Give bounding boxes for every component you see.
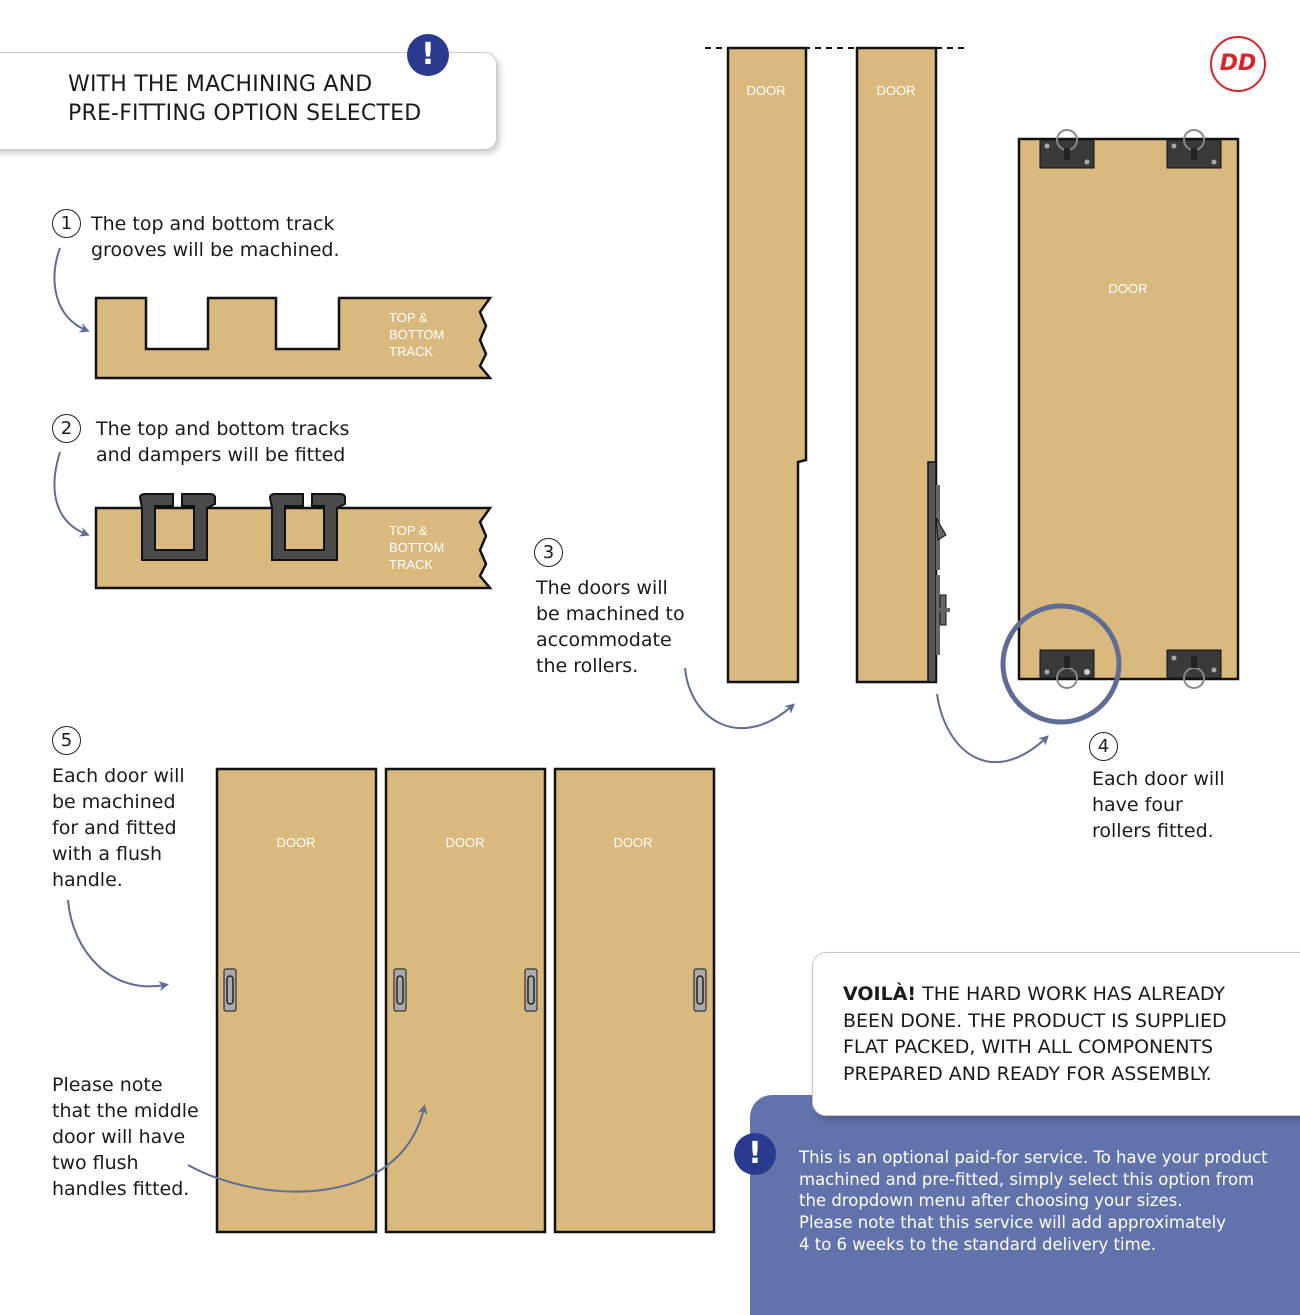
door-edge-rollers bbox=[927, 461, 950, 683]
arrow-icon bbox=[67, 899, 169, 991]
track-profile-left bbox=[138, 493, 216, 561]
door-front-right bbox=[553, 767, 716, 1234]
door-side-profile-left bbox=[726, 46, 808, 684]
flush-handle-icon bbox=[693, 968, 707, 1012]
door-label: DOOR bbox=[877, 83, 916, 98]
arrow-icon bbox=[53, 247, 90, 333]
roller-icon bbox=[1166, 649, 1222, 689]
step-number: 4 bbox=[1089, 732, 1118, 761]
page-title: WITH THE MACHINING AND PRE-FITTING OPTIO… bbox=[68, 72, 422, 126]
service-note-panel bbox=[750, 1095, 1300, 1315]
flush-handle-icon bbox=[223, 968, 237, 1012]
step-number: 2 bbox=[52, 414, 81, 443]
step-number: 1 bbox=[52, 209, 81, 238]
step-number: 5 bbox=[52, 726, 81, 755]
flush-handle-icon bbox=[524, 968, 538, 1012]
magnifier-circle bbox=[1000, 603, 1122, 725]
door-face-rollers bbox=[1017, 137, 1240, 681]
door-label: DOOR bbox=[446, 835, 485, 850]
voila-panel bbox=[812, 952, 1300, 1116]
alert-icon: ! bbox=[734, 1133, 776, 1175]
door-front-left bbox=[215, 767, 378, 1234]
track-profile-right bbox=[268, 493, 346, 561]
roller-icon bbox=[1039, 129, 1095, 169]
arrow-icon bbox=[53, 451, 90, 537]
arrow-icon bbox=[684, 667, 795, 730]
door-front-middle bbox=[384, 767, 547, 1234]
roller-icon bbox=[1166, 129, 1222, 169]
brand-logo: DD bbox=[1210, 36, 1266, 92]
door-label: DOOR bbox=[277, 835, 316, 850]
arrow-icon bbox=[187, 1104, 428, 1193]
roller-icon bbox=[1039, 649, 1095, 689]
door-label: DOOR bbox=[747, 83, 786, 98]
door-side-profile-right bbox=[855, 46, 938, 684]
track-grooved bbox=[94, 296, 493, 380]
service-note-text: This is an optional paid-for service. To… bbox=[799, 1148, 1268, 1254]
alert-icon: ! bbox=[407, 34, 449, 76]
door-label: DOOR bbox=[614, 835, 653, 850]
voila-text: VOILÀ! THE HARD WORK HAS ALREADY BEEN DO… bbox=[843, 983, 1227, 1085]
flush-handle-icon bbox=[393, 968, 407, 1012]
door-label: DOOR bbox=[1109, 281, 1148, 296]
step-number: 3 bbox=[534, 538, 563, 567]
arrow-icon bbox=[936, 693, 1049, 763]
